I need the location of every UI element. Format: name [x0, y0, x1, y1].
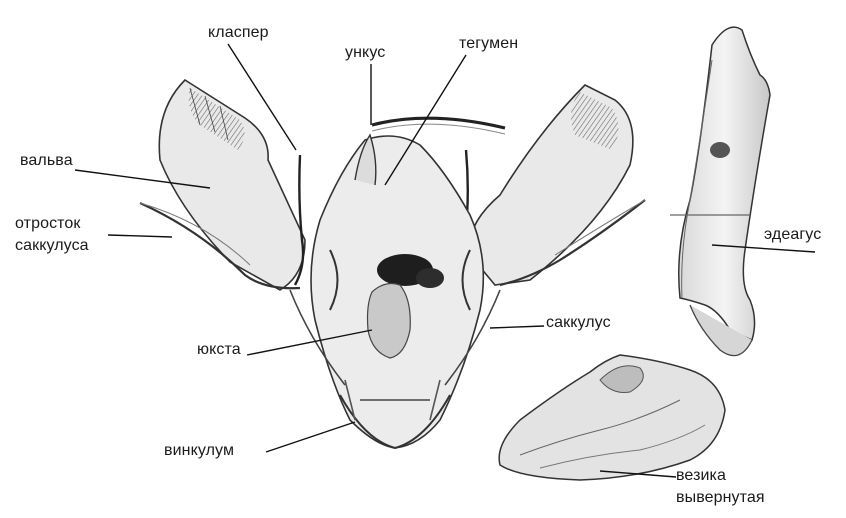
- aedeagus-shape: [670, 27, 770, 355]
- label-vinculum: винкулум: [164, 442, 234, 460]
- vesica-shape: [499, 355, 725, 480]
- label-clasper: класпер: [208, 24, 269, 42]
- label-vesica-line1: везика: [676, 466, 726, 486]
- label-vesica-line2: вывернутая: [676, 488, 765, 508]
- label-sacculus: саккулус: [546, 314, 611, 332]
- label-saccular-process-line1: отросток: [15, 214, 81, 234]
- label-aedeagus: эдеагус: [764, 226, 821, 244]
- label-valva: вальва: [20, 152, 73, 170]
- label-saccular-process-line2: саккулуса: [15, 236, 89, 256]
- label-juxta: юкста: [197, 341, 241, 359]
- right-valva-shape: [469, 85, 632, 285]
- label-uncus: ункус: [345, 44, 385, 62]
- left-valva-shape: [159, 80, 305, 290]
- label-tegumen: тегумен: [459, 35, 518, 53]
